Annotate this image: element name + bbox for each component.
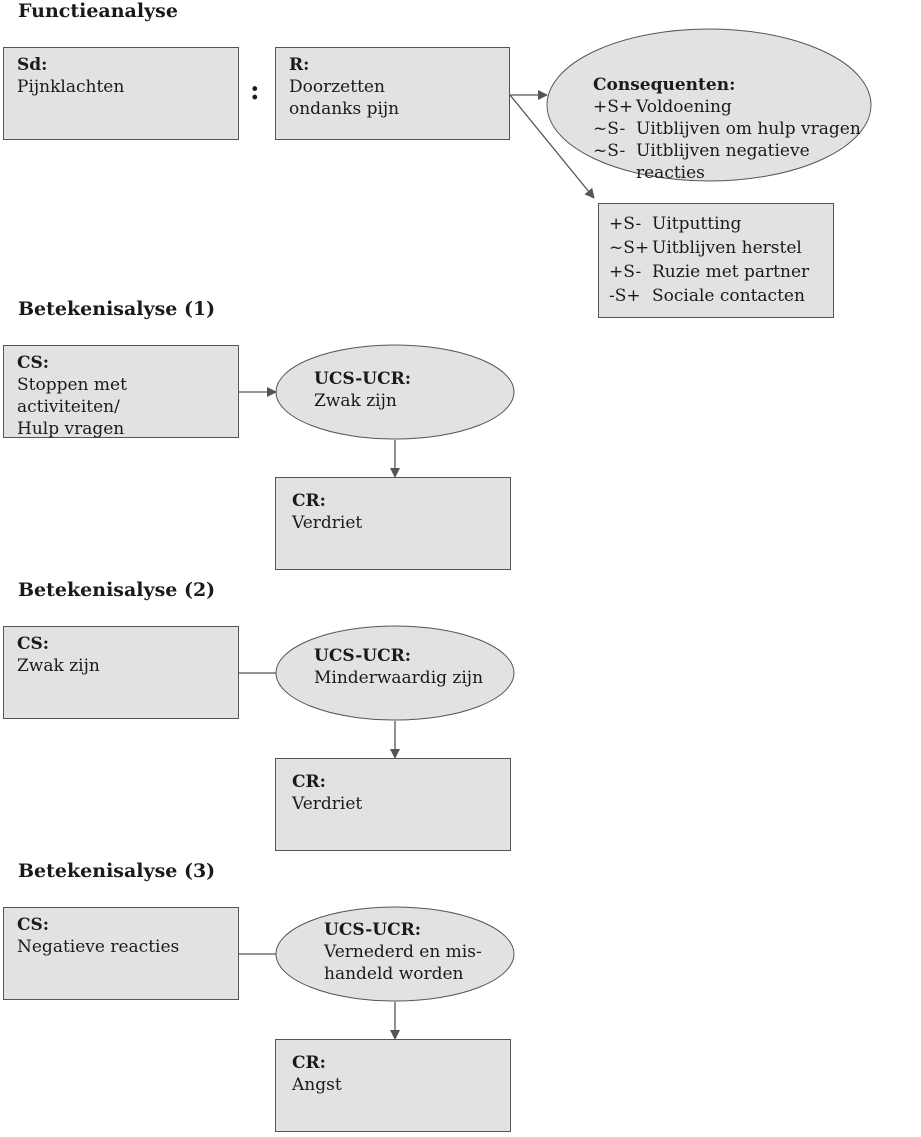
ucs-content-2: UCS-UCR: Minderwaardig zijn xyxy=(314,645,483,689)
longterm-text: Uitblijven herstel xyxy=(652,238,802,258)
consequent-text: Uitblijven negatieve xyxy=(636,141,810,161)
longterm-item: ~S+Uitblijven herstel xyxy=(609,236,823,260)
consequent-text: Uitblijven om hulp vragen xyxy=(636,119,861,139)
sd-box: Sd: Pijnklachten xyxy=(3,47,239,140)
ucs-label: UCS-UCR: xyxy=(324,920,422,940)
cs-label: CS: xyxy=(17,353,50,373)
consequenten-ellipse xyxy=(546,28,872,182)
section-title-betekenisalyse-1: Betekenisalyse (1) xyxy=(18,298,216,320)
longterm-code: -S+ xyxy=(609,286,641,306)
cs-text-line-1: Zwak zijn xyxy=(17,656,100,676)
cr-text: Verdriet xyxy=(292,513,363,533)
cr-label: CR: xyxy=(292,772,326,792)
longterm-text: Uitputting xyxy=(652,214,742,234)
consequent-item: ~S- Uitblijven negatieve xyxy=(593,140,861,162)
r-text-line-2: ondanks pijn xyxy=(289,99,400,119)
cr-text: Angst xyxy=(292,1075,342,1095)
consequent-item: ~S- Uitblijven om hulp vragen xyxy=(593,118,861,140)
cr-label: CR: xyxy=(292,491,326,511)
section-title-functieanalyse: Functieanalyse xyxy=(18,0,178,22)
longterm-text: Sociale contacten xyxy=(652,286,805,306)
consequent-code xyxy=(593,162,636,184)
r-label: R: xyxy=(289,55,310,75)
longterm-item: +S- Ruzie met partner xyxy=(609,260,823,284)
consequent-code: +S+ xyxy=(593,97,634,117)
sd-text: Pijnklachten xyxy=(17,77,125,97)
cr-box-3: CR: Angst xyxy=(275,1039,511,1132)
longterm-text: Ruzie met partner xyxy=(652,262,810,282)
consequent-text: Voldoening xyxy=(636,97,732,117)
consequenten-content: Consequenten: +S+Voldoening ~S- Uitblijve… xyxy=(593,74,861,184)
consequent-item: reacties xyxy=(593,162,861,184)
cr-text: Verdriet xyxy=(292,794,363,814)
consequent-text: reacties xyxy=(636,163,705,183)
section-title-betekenisalyse-2: Betekenisalyse (2) xyxy=(18,579,216,601)
cs-text-line-1: Negatieve reacties xyxy=(17,937,180,957)
cs-box-2: CS: Zwak zijn xyxy=(3,626,239,719)
cs-box-1: CS: Stoppen met activiteiten/ Hulp vrage… xyxy=(3,345,239,439)
ucs-text-line-2: handeld worden xyxy=(324,964,464,984)
cs-text-line-2: Hulp vragen xyxy=(17,419,125,439)
cs-box-3: CS: Negatieve reacties xyxy=(3,907,239,1000)
cr-box-2: CR: Verdriet xyxy=(275,758,511,851)
longterm-item: -S+ Sociale contacten xyxy=(609,284,823,308)
ucs-label: UCS-UCR: xyxy=(314,646,412,666)
consequent-code: ~S- xyxy=(593,141,626,161)
longterm-code: +S- xyxy=(609,214,642,234)
r-box: R: Doorzetten ondanks pijn xyxy=(275,47,510,140)
consequent-item: +S+Voldoening xyxy=(593,96,861,118)
sd-label: Sd: xyxy=(17,55,48,75)
ucs-text-line-1: Minderwaardig zijn xyxy=(314,668,484,688)
ucs-content-1: UCS-UCR: Zwak zijn xyxy=(314,368,411,412)
consequenten-label: Consequenten: xyxy=(593,75,736,95)
r-text-line-1: Doorzetten xyxy=(289,77,385,97)
ucs-text-line-1: Vernederd en mis- xyxy=(324,942,482,962)
cs-text-line-1: Stoppen met activiteiten/ xyxy=(17,375,127,417)
cs-label: CS: xyxy=(17,634,50,654)
section-title-betekenisalyse-3: Betekenisalyse (3) xyxy=(18,860,216,882)
ucs-text-line-1: Zwak zijn xyxy=(314,391,397,411)
longterm-item: +S- Uitputting xyxy=(609,212,823,236)
consequent-code: ~S- xyxy=(593,119,626,139)
separator-colon: : xyxy=(250,76,260,106)
ucs-label: UCS-UCR: xyxy=(314,369,412,389)
ucs-content-3: UCS-UCR: Vernederd en mis- handeld worde… xyxy=(324,919,482,985)
arrow-r-to-longterm xyxy=(509,94,595,199)
longterm-box: +S- Uitputting ~S+Uitblijven herstel +S- R… xyxy=(598,203,834,318)
cr-box-1: CR: Verdriet xyxy=(275,477,511,570)
longterm-code: +S- xyxy=(609,262,642,282)
longterm-code: ~S+ xyxy=(609,238,650,258)
cr-label: CR: xyxy=(292,1053,326,1073)
cs-label: CS: xyxy=(17,915,50,935)
